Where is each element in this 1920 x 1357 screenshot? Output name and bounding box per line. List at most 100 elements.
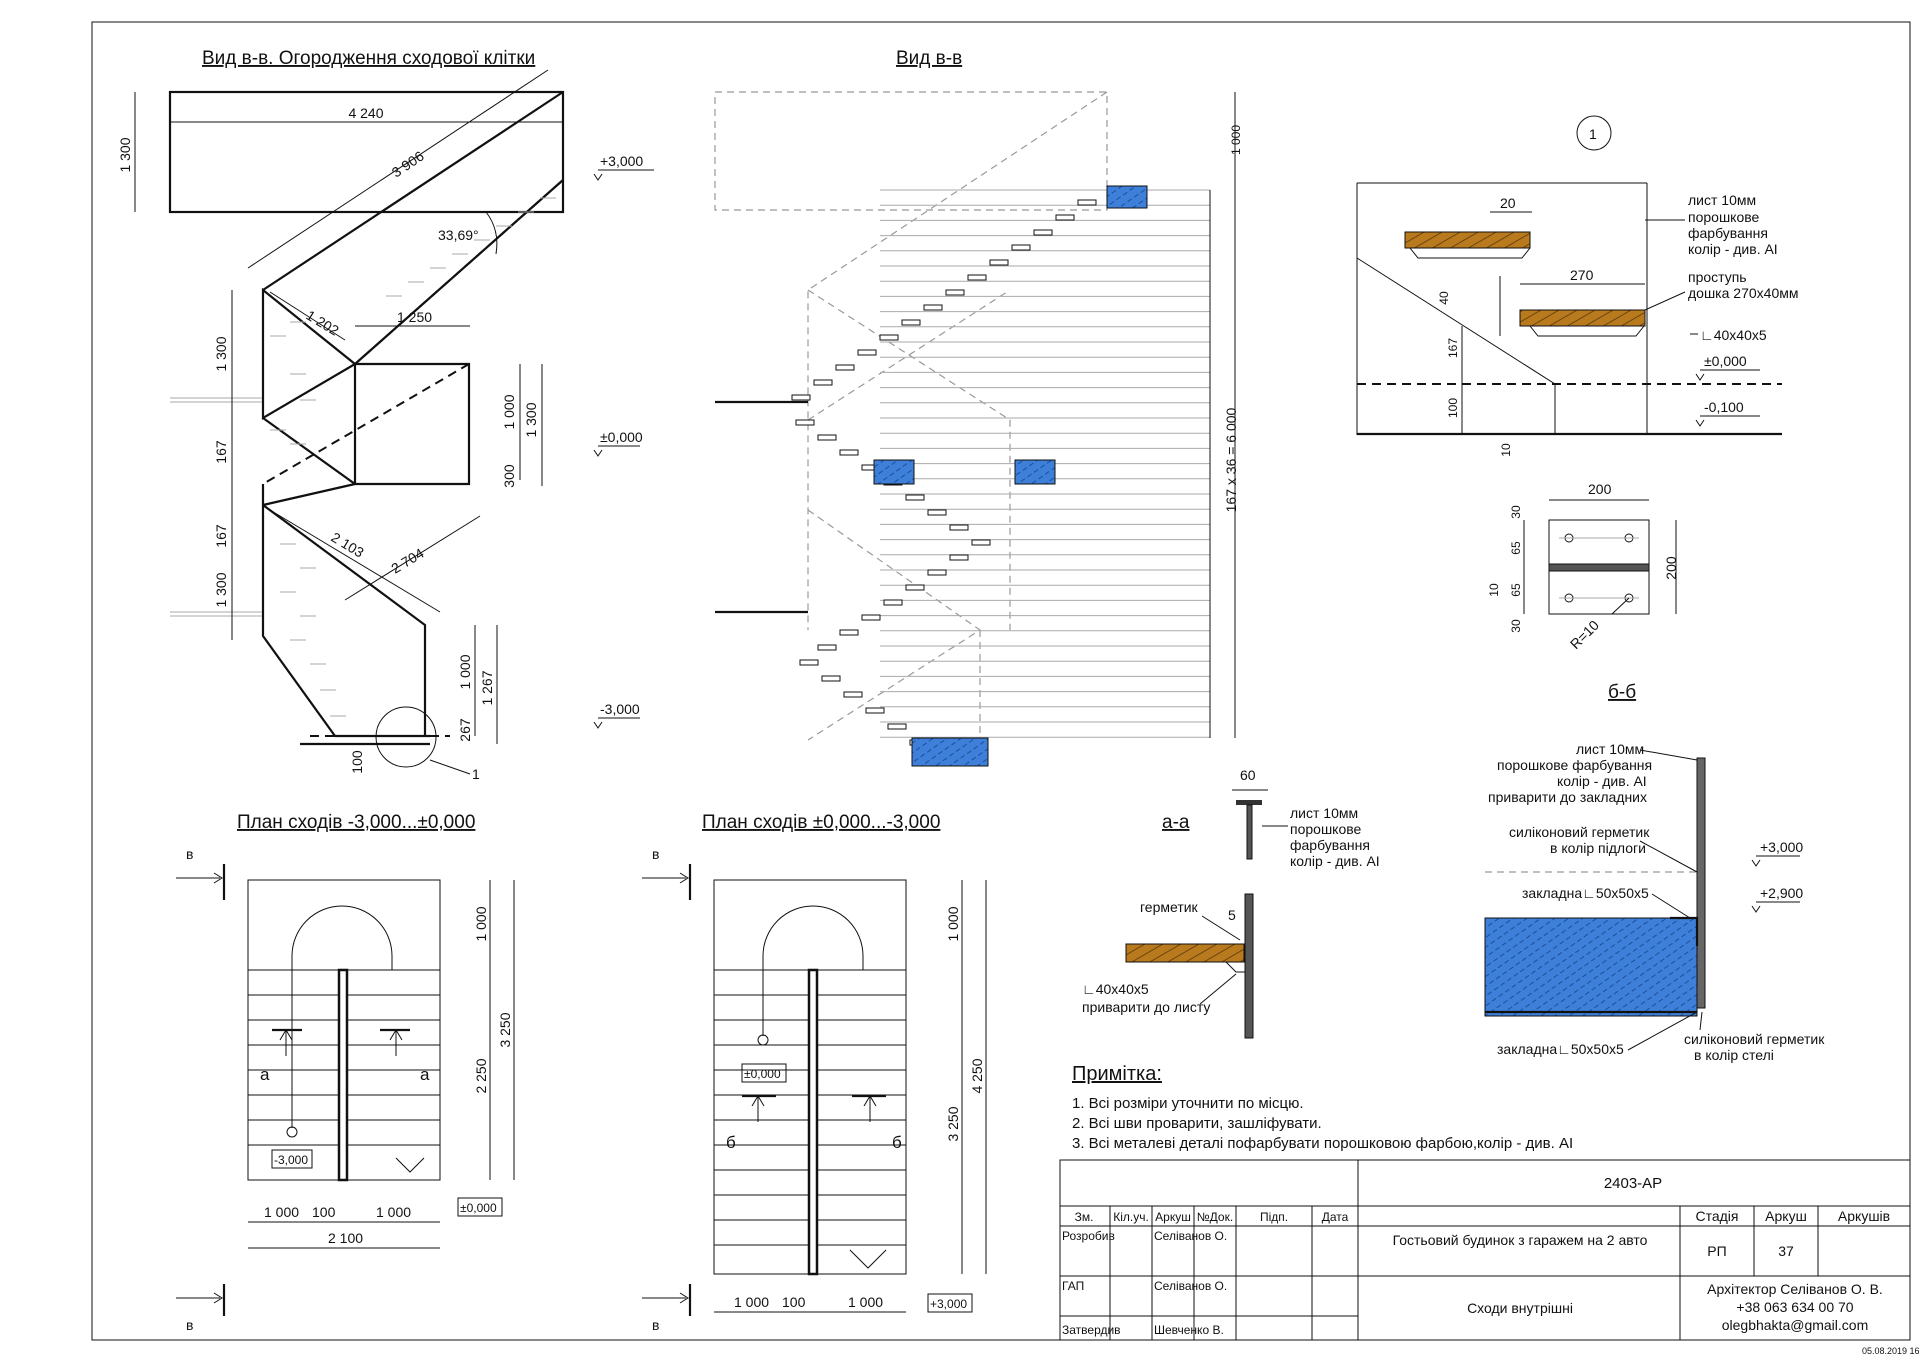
svg-text:2 250: 2 250 [473,1058,489,1093]
tread [927,569,947,576]
plan-2: План сходів ±0,000...-3,000 в в ±0,000 б… [642,812,987,1333]
svg-text:а: а [420,1065,430,1084]
tread [905,584,925,591]
svg-text:План сходів -3,000...±0,000: План сходів -3,000...±0,000 [237,812,475,833]
svg-text:270: 270 [1570,267,1594,283]
svg-text:герметик: герметик [1140,899,1199,915]
tread [945,289,965,296]
title-block: 2403-АР Зм. Кіл.уч. Аркуш №Док. Підп. Да… [1059,1159,1911,1341]
svg-text:-3,000: -3,000 [600,701,640,717]
svg-text:30: 30 [1509,505,1523,519]
svg-text:Сходи внутрішні: Сходи внутрішні [1467,1300,1573,1316]
svg-text:в: в [652,846,659,862]
svg-text:167: 167 [213,524,229,548]
notes: Примітка: 1. Всі розміри уточнити по міс… [1072,1063,1573,1152]
tread [905,494,925,501]
svg-text:в: в [186,846,193,862]
svg-text:40: 40 [1437,291,1451,305]
svg-text:Дата: Дата [1322,1210,1349,1224]
svg-text:+3,000: +3,000 [930,1297,967,1311]
svg-text:в: в [186,1317,193,1333]
tread [861,614,881,621]
railing-detail: лист 10мм порошкове фарбування колір - д… [1484,741,1825,1063]
svg-text:колір - див. АІ: колір - див. АІ [1290,853,1380,869]
svg-text:Шевченко В.: Шевченко В. [1154,1323,1224,1337]
plan-1: План сходів -3,000...±0,000 в в а а -3,0… [176,812,515,1333]
svg-text:5: 5 [1228,907,1236,923]
tread [887,723,907,730]
svg-text:30: 30 [1509,619,1523,633]
svg-text:№Док.: №Док. [1197,1210,1233,1224]
svg-text:200: 200 [1588,481,1612,497]
svg-text:в колір стелі: в колір стелі [1694,1047,1774,1063]
tread [1077,199,1097,206]
section-aa: а-а 60 лист 10мм порошкове фарбування ко… [1082,767,1380,1039]
svg-text:+38 063 634 00 70: +38 063 634 00 70 [1736,1299,1853,1315]
svg-text:Кіл.уч.: Кіл.уч. [1113,1210,1149,1224]
svg-text:в: в [652,1317,659,1333]
svg-text:1: 1 [1589,126,1597,142]
svg-text:порошкове фарбування: порошкове фарбування [1497,757,1652,773]
tread [967,274,987,281]
svg-text:37: 37 [1778,1243,1794,1259]
fence-view-title: Вид в-в. Огородження сходової клітки [202,48,535,69]
tread [835,364,855,371]
tread [949,524,969,531]
svg-text:закладна∟50х50х5: закладна∟50х50х5 [1522,885,1649,901]
tread [839,449,859,456]
tread [843,691,863,698]
svg-text:200: 200 [1663,556,1679,580]
svg-text:33,69°: 33,69° [438,227,479,243]
svg-text:60: 60 [1240,767,1256,783]
svg-text:Аркушів: Аркушів [1838,1208,1890,1224]
svg-text:фарбування: фарбування [1688,225,1768,241]
tread [817,434,837,441]
svg-text:силіконовий герметик: силіконовий герметик [1509,824,1650,840]
svg-text:20: 20 [1500,195,1516,211]
svg-text:167: 167 [1446,338,1460,358]
svg-text:±0,000: ±0,000 [744,1067,781,1081]
svg-text:1 000: 1 000 [501,394,517,429]
svg-text:1 000: 1 000 [457,654,473,689]
svg-text:-0,100: -0,100 [1704,399,1744,415]
svg-text:1 000: 1 000 [376,1204,411,1220]
svg-text:∟40х40х5: ∟40х40х5 [1700,327,1767,343]
svg-text:силіконовий герметик: силіконовий герметик [1684,1031,1825,1047]
tread [1011,244,1031,251]
svg-text:±0,000: ±0,000 [460,1201,497,1215]
svg-text:100: 100 [312,1204,336,1220]
svg-text:2 103: 2 103 [328,529,366,561]
tread [949,554,969,561]
svg-text:2. Всі шви проварити, зашліфув: 2. Всі шви проварити, зашліфувати. [1072,1115,1322,1132]
tread [1033,229,1053,236]
svg-text:100: 100 [782,1294,806,1310]
timestamp: 05.08.2019 16:39 [1862,1346,1920,1356]
svg-text:65: 65 [1509,583,1523,597]
svg-text:колір - див. АІ: колір - див. АІ [1557,773,1647,789]
svg-text:1 250: 1 250 [397,309,432,325]
svg-text:дошка 270х40мм: дошка 270х40мм [1688,285,1798,301]
svg-text:1 300: 1 300 [213,336,229,371]
svg-text:1 000: 1 000 [473,906,489,941]
svg-text:4 240: 4 240 [348,105,383,121]
fence-view: Вид в-в. Огородження сходової клітки 1 1… [117,48,654,782]
svg-text:3 250: 3 250 [945,1106,961,1141]
svg-text:2403-АР: 2403-АР [1604,1175,1662,1192]
svg-text:1 000: 1 000 [264,1204,299,1220]
svg-text:Архітектор Селіванов О. В.: Архітектор Селіванов О. В. [1707,1281,1883,1297]
sheet-frame [91,21,1911,1341]
svg-text:+2,900: +2,900 [1760,885,1803,901]
svg-text:Аркуш: Аркуш [1765,1208,1807,1224]
tread [971,539,991,546]
svg-text:∟40х40х5: ∟40х40х5 [1082,981,1149,997]
svg-text:10: 10 [1487,583,1501,597]
svg-text:а-а: а-а [1162,812,1190,833]
svg-text:б-б: б-б [1608,682,1636,703]
tread [927,509,947,516]
svg-text:1 000: 1 000 [848,1294,883,1310]
svg-text:10: 10 [1499,443,1513,457]
svg-text:Затвердив: Затвердив [1062,1323,1121,1337]
svg-text:в колір підлоги: в колір підлоги [1550,840,1646,856]
svg-text:фарбування: фарбування [1290,837,1370,853]
